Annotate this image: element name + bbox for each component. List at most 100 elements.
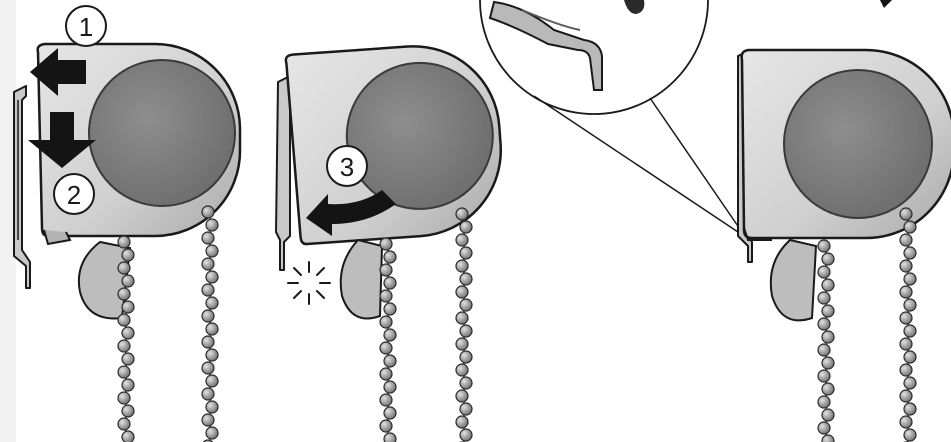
bead-chain-left <box>380 238 396 442</box>
chain-bead <box>122 301 134 313</box>
chain-bead <box>122 379 134 391</box>
chain-bead <box>460 429 472 441</box>
chain-bead <box>822 305 834 317</box>
chain-bead <box>818 344 830 356</box>
wall-bracket <box>14 86 30 288</box>
chain-bead <box>384 277 396 289</box>
chain-bead <box>202 388 214 400</box>
chain-bead <box>202 336 214 348</box>
figure-b: 3 <box>276 41 507 442</box>
chain-bead <box>206 219 218 231</box>
chain-bead <box>900 286 912 298</box>
chain-bead <box>380 238 392 250</box>
chain-bead <box>118 418 130 430</box>
chain-bead <box>122 249 134 261</box>
chain-bead <box>122 353 134 365</box>
chain-pulley <box>771 240 816 320</box>
bead-chain-right <box>456 208 472 442</box>
chain-bead <box>904 325 916 337</box>
chain-bead <box>900 338 912 350</box>
chain-bead <box>384 433 396 442</box>
chain-bead <box>818 318 830 330</box>
roller <box>89 60 235 206</box>
chain-bead <box>818 292 830 304</box>
chain-bead <box>206 349 218 361</box>
chain-bead <box>118 366 130 378</box>
chain-bead <box>380 316 392 328</box>
chain-bead <box>456 234 468 246</box>
chain-bead <box>904 403 916 415</box>
chain-bead <box>460 273 472 285</box>
chain-bead <box>384 355 396 367</box>
chain-bead <box>118 236 130 248</box>
figure-c <box>738 50 951 442</box>
chain-bead <box>818 240 830 252</box>
chain-bead <box>202 258 214 270</box>
chain-bead <box>460 351 472 363</box>
chain-bead <box>822 409 834 421</box>
chain-bead <box>384 381 396 393</box>
chain-bead <box>456 260 468 272</box>
chain-bead <box>122 327 134 339</box>
chain-bead <box>456 338 468 350</box>
bead-chain-right <box>202 206 218 442</box>
bead-chain-left <box>818 240 834 442</box>
chain-bead <box>818 370 830 382</box>
figure-a: 1 2 <box>14 6 240 442</box>
chain-bead <box>818 396 830 408</box>
wall-bracket <box>276 76 290 270</box>
chain-pulley <box>341 240 382 319</box>
chain-bead <box>206 401 218 413</box>
chain-bead <box>206 323 218 335</box>
chain-bead <box>460 325 472 337</box>
chain-bead <box>822 331 834 343</box>
chain-bead <box>118 288 130 300</box>
chain-bead <box>202 310 214 322</box>
chain-bead <box>460 299 472 311</box>
chain-bead <box>460 247 472 259</box>
chain-bead <box>822 357 834 369</box>
chain-bead <box>380 290 392 302</box>
chain-bead <box>380 368 392 380</box>
step-3-badge: 3 <box>327 146 367 186</box>
chain-bead <box>456 390 468 402</box>
roller <box>784 70 932 218</box>
chain-bead <box>818 422 830 434</box>
chain-bead <box>384 251 396 263</box>
chain-bead <box>122 405 134 417</box>
chain-bead <box>118 314 130 326</box>
chain-bead <box>380 264 392 276</box>
chain-bead <box>122 275 134 287</box>
chain-bead <box>818 266 830 278</box>
chain-bead <box>380 394 392 406</box>
chain-bead <box>206 375 218 387</box>
chain-bead <box>206 245 218 257</box>
chain-bead <box>900 312 912 324</box>
chain-bead <box>904 299 916 311</box>
svg-text:3: 3 <box>340 152 354 182</box>
chain-bead <box>900 390 912 402</box>
chain-bead <box>206 297 218 309</box>
chain-bead <box>202 232 214 244</box>
chain-bead <box>900 260 912 272</box>
svg-text:1: 1 <box>79 12 93 42</box>
chain-bead <box>456 286 468 298</box>
chain-bead <box>904 221 916 233</box>
bead-chain-left <box>118 236 134 442</box>
chain-bead <box>822 279 834 291</box>
chain-bead <box>118 392 130 404</box>
chain-bead <box>904 429 916 441</box>
bead-chain-right <box>900 208 916 442</box>
chain-bead <box>456 208 468 220</box>
chain-bead <box>206 427 218 439</box>
chain-bead <box>900 364 912 376</box>
chain-bead <box>118 262 130 274</box>
chain-bead <box>202 362 214 374</box>
chain-bead <box>206 271 218 283</box>
chain-bead <box>460 403 472 415</box>
svg-text:2: 2 <box>67 180 81 210</box>
chain-bead <box>384 407 396 419</box>
click-burst-icon <box>288 262 330 304</box>
chain-bead <box>380 420 392 432</box>
